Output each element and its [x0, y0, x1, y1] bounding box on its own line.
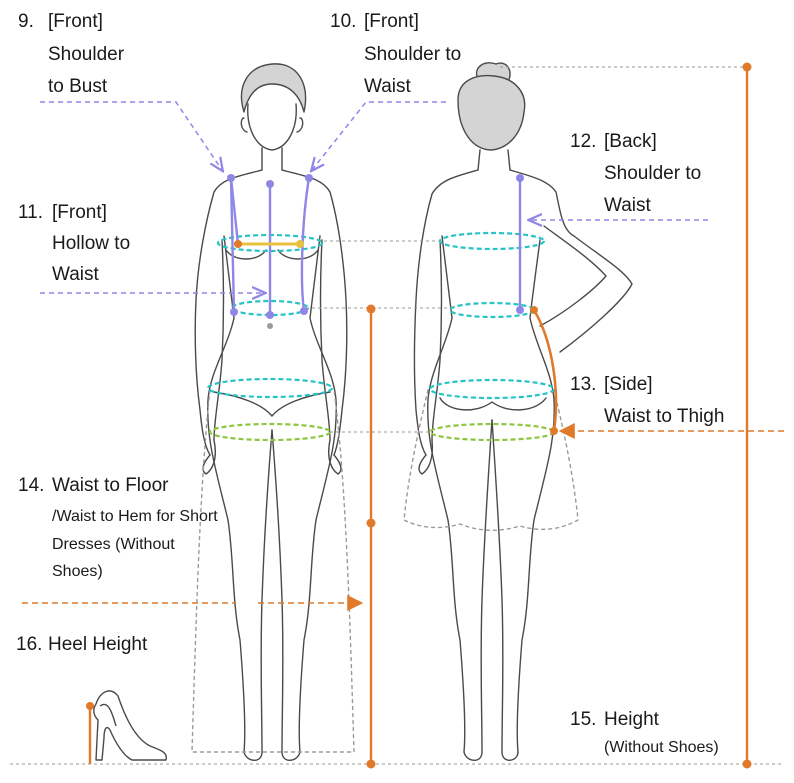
label-number: 15.	[570, 709, 597, 730]
orange-points	[86, 62, 752, 769]
back-dress-outline	[403, 389, 579, 531]
orange-pointers	[22, 423, 784, 611]
label-line: Waist	[364, 76, 411, 97]
label-line: Shoulder to	[604, 163, 702, 184]
high-heel-shoe-icon	[93, 690, 167, 761]
label-line: (Without Shoes)	[604, 739, 719, 756]
label-number: 14.	[18, 475, 45, 496]
front-face	[247, 103, 297, 151]
label-line: Waist	[52, 264, 99, 285]
label-line: Waist to Floor	[52, 475, 169, 496]
back-figure	[403, 62, 633, 761]
label-number: 16.	[16, 634, 43, 655]
label-line: Hollow to	[52, 233, 131, 254]
label-line: Shoulder	[48, 44, 125, 65]
orange-measures	[88, 67, 749, 764]
label-number: 11.	[18, 202, 44, 223]
label-line: [Front]	[364, 11, 419, 32]
front-dress-outline	[191, 389, 355, 753]
label-line: Waist to Thigh	[604, 406, 725, 427]
front-hair	[240, 63, 307, 113]
label-line: Dresses (Without	[52, 536, 175, 553]
label-number: 9.	[18, 11, 34, 32]
label-line: [Front]	[52, 202, 107, 223]
label-line: Shoes)	[52, 563, 103, 580]
label-line: [Back]	[604, 131, 657, 152]
guide-dotted-lines	[10, 66, 784, 765]
label-line: [Front]	[48, 11, 103, 32]
label-line: Height	[604, 709, 659, 730]
label-line: Shoulder to	[364, 44, 462, 65]
label-line: to Bust	[48, 76, 108, 97]
front-points	[227, 174, 313, 319]
label-number: 10.	[330, 11, 357, 32]
label-line: /Waist to Hem for Short	[52, 508, 218, 525]
front-purple-lines	[229, 177, 311, 315]
label-number: 13.	[570, 374, 597, 395]
label-line: Waist	[604, 195, 651, 216]
front-figure	[191, 63, 355, 761]
side-waist-thigh-curve	[532, 309, 558, 432]
label-line: [Side]	[604, 374, 653, 395]
purple-pointers	[40, 101, 708, 293]
label-number: 12.	[570, 131, 597, 152]
back-hair	[457, 74, 526, 151]
label-line: Heel Height	[48, 634, 148, 655]
